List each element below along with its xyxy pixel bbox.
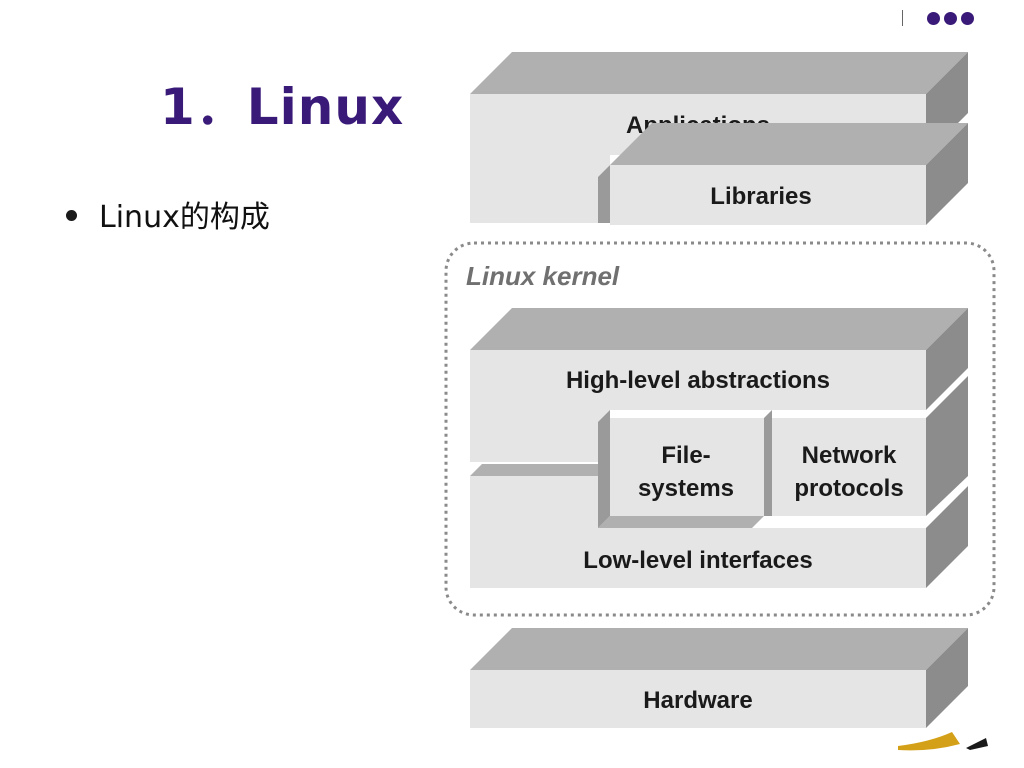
dot-icon bbox=[961, 11, 974, 25]
network-label-line2: protocols bbox=[794, 475, 903, 502]
filesystems-label-line2: systems bbox=[638, 475, 734, 502]
low-level-layer: Low-level interfaces bbox=[470, 464, 968, 588]
dot-icon bbox=[927, 11, 940, 25]
filesystems-block: File- systems bbox=[598, 410, 764, 528]
slide-title: 1．Linux bbox=[160, 78, 405, 136]
kernel-label: Linux kernel bbox=[466, 261, 620, 291]
hardware-label: Hardware bbox=[643, 687, 752, 714]
network-protocols-block: Network protocols bbox=[764, 376, 968, 516]
network-label-line1: Network bbox=[802, 442, 897, 469]
hardware-layer: Hardware bbox=[470, 628, 968, 728]
high-level-label: High-level abstractions bbox=[566, 367, 830, 394]
filesystems-label-line1: File- bbox=[661, 442, 710, 469]
libraries-layer: Libraries bbox=[610, 123, 968, 225]
separator-line bbox=[902, 10, 903, 26]
libraries-label: Libraries bbox=[710, 183, 811, 210]
top-right-decoration bbox=[902, 10, 974, 26]
bullet-item: Linux的构成 bbox=[66, 198, 270, 238]
kernel-boundary bbox=[444, 241, 996, 617]
bullet-text: Linux的构成 bbox=[99, 200, 270, 235]
low-level-label: Low-level interfaces bbox=[583, 547, 812, 574]
bullet-dot-icon bbox=[66, 210, 77, 221]
high-level-layer: High-level abstractions bbox=[470, 308, 968, 462]
dot-icon bbox=[944, 11, 957, 25]
logo-fragment-icon bbox=[898, 732, 988, 751]
